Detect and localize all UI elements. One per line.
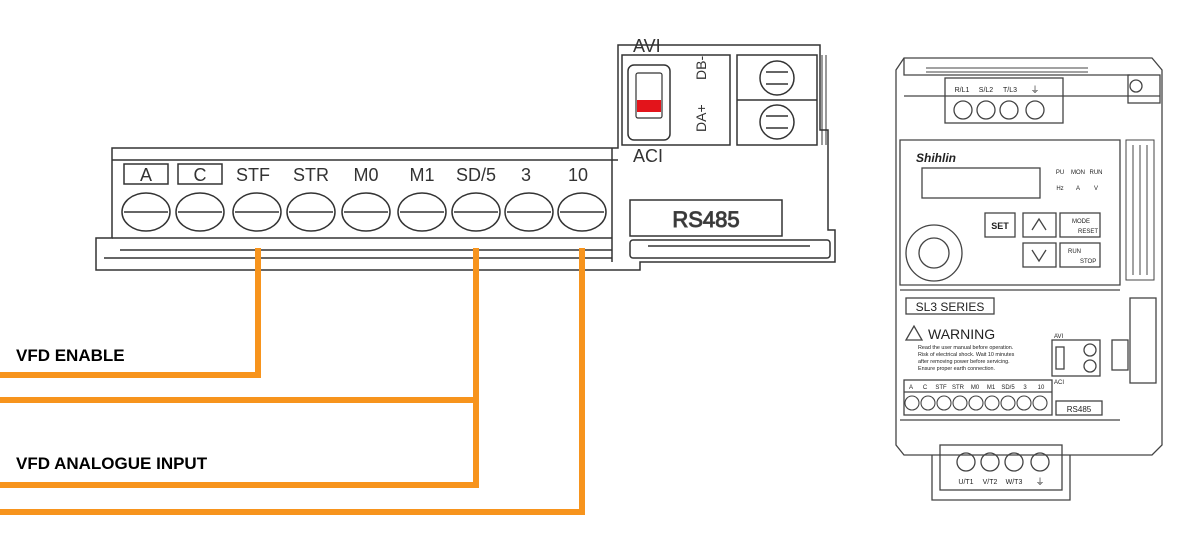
avi-aci-switch — [635, 72, 663, 119]
terminal-screw-a — [121, 192, 171, 232]
vfd-device — [895, 57, 1163, 501]
vfd-bottom-terminal-labels: U/T1 V/T2 W/T3 ⏚ — [958, 477, 1044, 487]
warning-line: after removing power before servicing. — [918, 359, 1010, 365]
vfd-top-terminal-labels: R/L1 S/L2 T/L3 ⏚ — [955, 85, 1040, 95]
brand-logo: Shihlin — [916, 151, 956, 165]
indicator-v: V — [1094, 186, 1098, 192]
terminal-screw-10 — [557, 192, 607, 232]
terminal-label-3: 3 — [521, 165, 531, 185]
wire-sd5-lower — [0, 400, 479, 488]
series-label: SL3 SERIES — [916, 300, 985, 314]
warning-title: WARNING — [928, 326, 995, 342]
run-button: RUN — [1068, 249, 1081, 255]
bottom-terminal-vt2: V/T2 — [983, 479, 998, 486]
switch-screws — [759, 60, 795, 140]
stop-button: STOP — [1080, 259, 1096, 265]
terminal-label-stf: STF — [236, 165, 270, 185]
top-terminal-tl3: T/L3 — [1003, 87, 1017, 94]
terminal-screw-m1 — [397, 192, 447, 232]
terminal-label-m0: M0 — [353, 165, 378, 185]
indicator-hz: Hz — [1056, 186, 1063, 192]
terminal-screw-3 — [504, 192, 554, 232]
mini-terminal-label: M0 — [971, 385, 980, 391]
mini-terminal-label: STR — [952, 385, 965, 391]
top-terminal-sl2: S/L2 — [979, 87, 994, 94]
indicator-labels: PU MON RUN Hz A V — [1056, 170, 1103, 192]
vfd-top-terminal-screws — [953, 100, 1045, 120]
terminal-screw-c — [175, 192, 225, 232]
terminal-label-c: C — [194, 165, 207, 185]
switch-slider — [637, 100, 661, 112]
warning-text: Read the user manual before operation. R… — [918, 345, 1015, 372]
mini-terminal-screws — [904, 395, 1048, 411]
mini-avi-label: AVI — [1054, 334, 1064, 340]
indicator-pu: PU — [1056, 170, 1064, 176]
indicator-a: A — [1076, 186, 1080, 192]
warning-line: Read the user manual before operation. — [918, 345, 1013, 351]
top-ground-icon: ⏚ — [1030, 85, 1039, 95]
indicator-mon: MON — [1071, 170, 1085, 176]
warning-line: Ensure proper earth connection. — [918, 366, 995, 372]
terminal-screw-str — [286, 192, 336, 232]
wire-stf — [0, 248, 261, 378]
mode-button: MODE — [1072, 219, 1090, 225]
mini-terminal-label: C — [923, 385, 928, 391]
bottom-terminal-wt3: W/T3 — [1006, 479, 1023, 486]
aci-label: ACI — [633, 146, 663, 166]
warning-line: Risk of electrical shock. Wait 10 minute… — [918, 352, 1015, 358]
terminal-screw-m0 — [341, 192, 391, 232]
terminal-label-str: STR — [293, 165, 329, 185]
wires — [0, 248, 585, 515]
bottom-ground-icon: ⏚ — [1035, 477, 1044, 487]
avi-label: AVI — [633, 36, 661, 56]
mini-terminal-label: 10 — [1038, 385, 1045, 391]
indicator-run: RUN — [1090, 170, 1103, 176]
terminal-label-10: 10 — [568, 165, 588, 185]
reset-button: RESET — [1078, 229, 1098, 235]
rs485-label: RS485 — [672, 207, 739, 232]
mini-terminal-label: A — [909, 385, 913, 391]
mini-terminal-label: 3 — [1023, 385, 1027, 391]
wire-label-analogue: VFD ANALOGUE INPUT — [16, 454, 208, 473]
terminal-label-sd5: SD/5 — [456, 165, 496, 185]
mini-terminal-label: M1 — [987, 385, 996, 391]
top-terminal-rl1: R/L1 — [955, 87, 970, 94]
mini-terminal-labels: A C STF STR M0 M1 SD/5 3 10 — [909, 385, 1045, 391]
vfd-bottom-terminal-screws — [956, 452, 1050, 472]
terminal-screws — [121, 192, 607, 232]
wire-10 — [0, 248, 585, 515]
terminal-labels: A C STF STR M0 M1 SD/5 3 10 — [140, 165, 588, 185]
mini-terminal-label: STF — [935, 385, 947, 391]
mini-rs485-label: RS485 — [1067, 405, 1092, 414]
mini-terminal-label: SD/5 — [1001, 385, 1015, 391]
wire-label-enable: VFD ENABLE — [16, 346, 125, 365]
terminal-screw-stf — [232, 192, 282, 232]
db-minus-label: DB- — [693, 56, 709, 80]
bottom-terminal-ut1: U/T1 — [958, 479, 973, 486]
mini-aci-label: ACI — [1054, 380, 1064, 386]
da-plus-label: DA+ — [693, 104, 709, 132]
set-button: SET — [991, 221, 1009, 231]
terminal-block — [95, 44, 836, 271]
terminal-label-m1: M1 — [409, 165, 434, 185]
terminal-screw-sd5 — [451, 192, 501, 232]
terminal-label-a: A — [140, 165, 152, 185]
